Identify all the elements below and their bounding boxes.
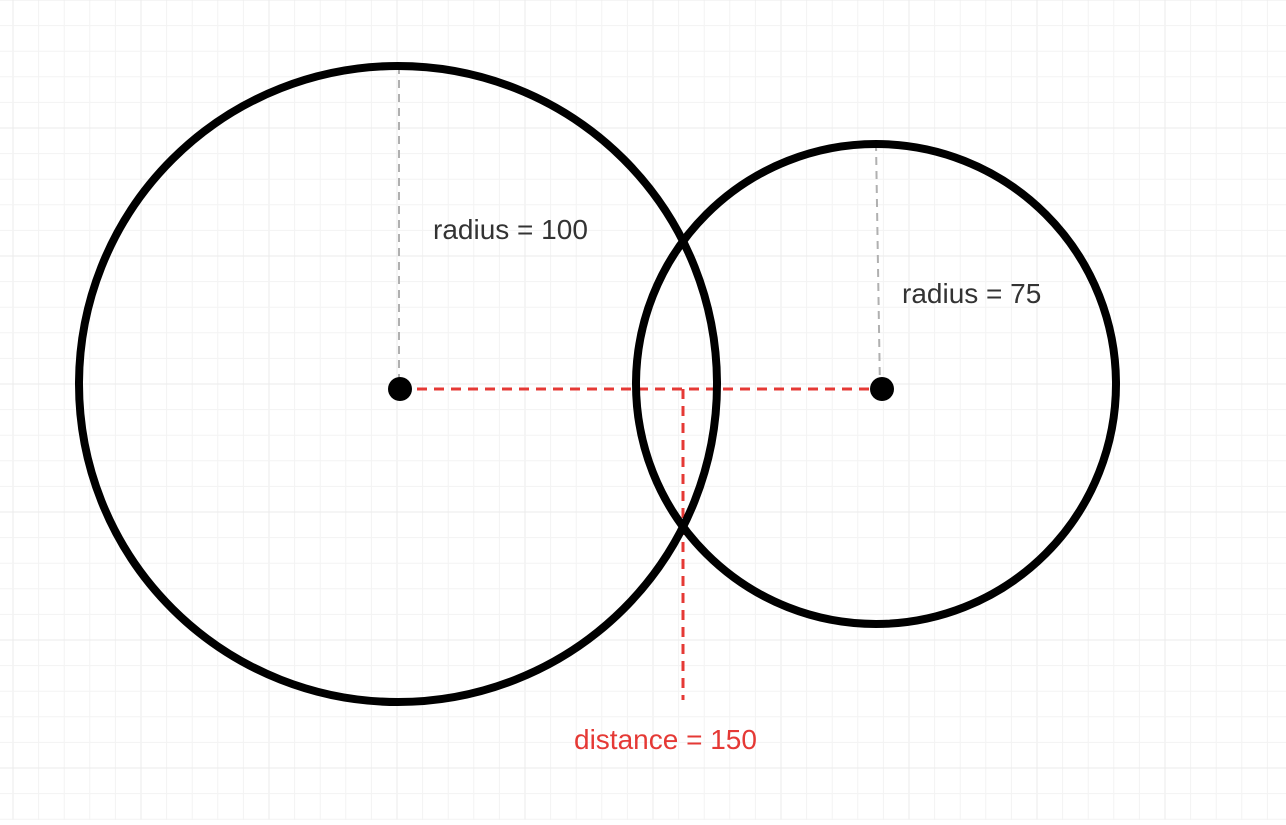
radius-large-label: radius = 100 <box>433 214 588 245</box>
radius-line-small <box>875 142 881 391</box>
radius-small-label: radius = 75 <box>902 278 1041 309</box>
center-point-large <box>388 377 412 401</box>
circle-large <box>75 62 721 706</box>
circle-small <box>632 140 1120 628</box>
center-point-small <box>870 377 894 401</box>
distance-label: distance = 150 <box>574 724 757 755</box>
